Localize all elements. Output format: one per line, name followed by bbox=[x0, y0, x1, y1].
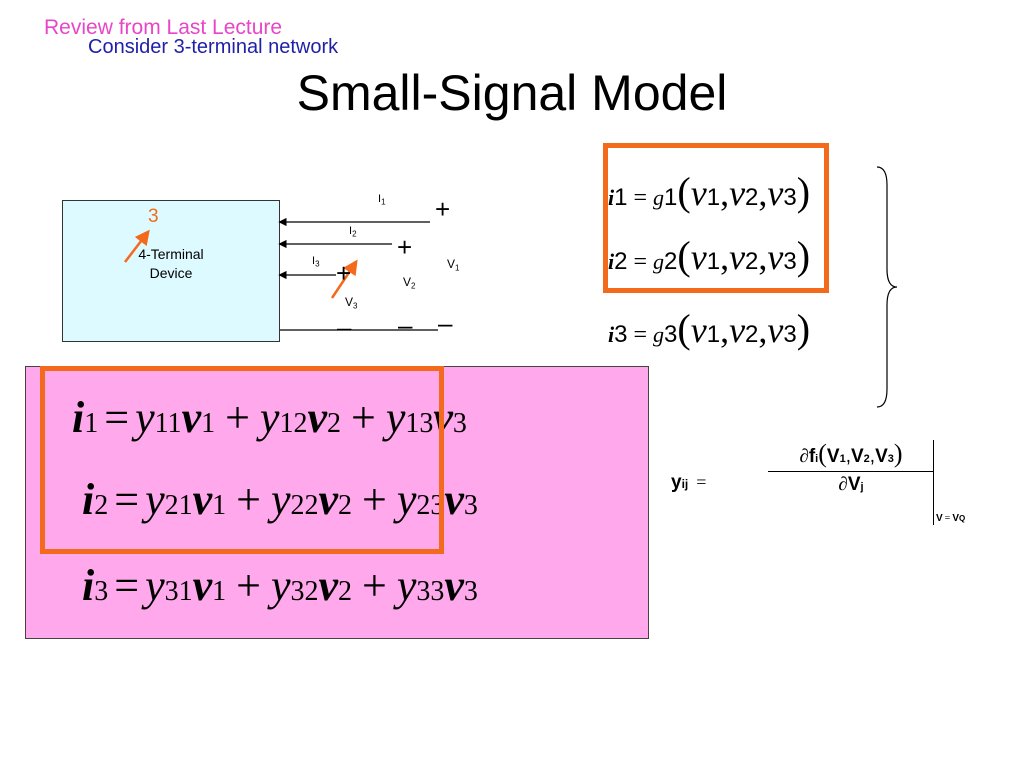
terminal-number: 3 bbox=[148, 206, 159, 227]
linear-equations-panel bbox=[25, 366, 649, 639]
v2-minus: – bbox=[398, 310, 413, 340]
evaluation-bar bbox=[933, 440, 934, 525]
slide-title: Small-Signal Model bbox=[296, 65, 728, 121]
current-label-3: I3 bbox=[312, 255, 320, 269]
v2-plus: + bbox=[397, 232, 413, 262]
v3-arrow bbox=[330, 259, 358, 299]
linear-highlight-box bbox=[40, 366, 444, 554]
terminal-3-arrow bbox=[124, 229, 150, 263]
current-label-2: I2 bbox=[349, 225, 357, 239]
voltage-label-1: V1 bbox=[447, 257, 460, 273]
device-box bbox=[62, 200, 280, 342]
device-label-line1: 4-Terminal bbox=[138, 246, 204, 262]
current-label-1: I1 bbox=[378, 193, 386, 207]
v3-plus: + bbox=[336, 258, 352, 288]
v1-minus: – bbox=[438, 308, 453, 338]
voltage-label-2: V2 bbox=[403, 275, 416, 291]
header-consider-text: Consider 3-terminal network bbox=[88, 36, 339, 58]
device-label-line2: Device bbox=[149, 265, 193, 281]
device-label: 4-Terminal Device bbox=[62, 245, 280, 283]
right-brace-icon bbox=[876, 166, 898, 408]
fraction-bar bbox=[768, 471, 934, 472]
header-review-text: Review from Last Lecture bbox=[44, 16, 283, 39]
nonlinear-highlight-box bbox=[603, 143, 829, 293]
v3-minus: – bbox=[337, 312, 352, 342]
voltage-label-3: V3 bbox=[345, 295, 358, 311]
v1-plus: + bbox=[435, 194, 451, 224]
